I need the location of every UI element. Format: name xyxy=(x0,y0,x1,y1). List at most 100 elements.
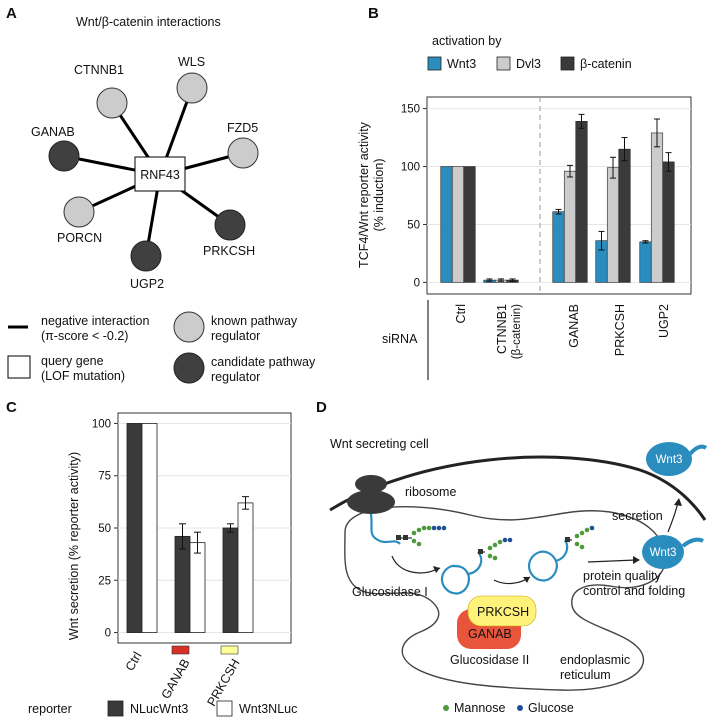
panel-b-xlabel-ctnnb1: CTNNB1 xyxy=(495,304,509,354)
panel-b-legend: Wnt3 Dvl3 β-catenin xyxy=(427,56,632,71)
bar-b xyxy=(639,241,652,283)
panel-c: C Wnt secretion (% reporter activity) 02… xyxy=(6,399,297,717)
label-fzd5: FZD5 xyxy=(227,121,258,135)
legend-query-l2: (LOF mutation) xyxy=(41,369,125,383)
label-ugp2: UGP2 xyxy=(130,277,164,291)
panel-b-sirna-label: siRNA xyxy=(382,332,418,346)
label-pqc-l2: control and folding xyxy=(583,584,685,598)
legend-negative-l1: negative interaction xyxy=(41,314,149,328)
bar-b xyxy=(575,121,588,283)
label-prkcsh: PRKCSH xyxy=(203,244,255,258)
panel-b-xlabel-ugp2: UGP2 xyxy=(657,304,671,338)
cell-membrane xyxy=(329,455,707,521)
ytick-label-c: 0 xyxy=(105,628,111,640)
node-porcn xyxy=(63,196,95,228)
bar-c xyxy=(237,502,254,633)
bar-b xyxy=(606,167,620,283)
legend-known-circle xyxy=(173,311,205,343)
panel-c-ganab-marker xyxy=(171,645,190,655)
panel-a-legend: negative interaction (π-score < -0.2) qu… xyxy=(7,311,316,384)
legend-candidate-l2: regulator xyxy=(211,370,260,384)
ytick-label-b: 150 xyxy=(401,104,420,116)
protein-intermediate-1 xyxy=(440,537,513,595)
panel-a-letter: A xyxy=(6,5,17,22)
panel-c-bars xyxy=(126,423,254,633)
legend-swatch-nlucwnt3 xyxy=(107,700,124,717)
label-wls: WLS xyxy=(178,55,205,69)
node-fzd5 xyxy=(227,137,259,169)
panel-a: A Wnt/β-catenin interactions RNF43 CTNNB… xyxy=(6,5,316,384)
label-ctnnb1: CTNNB1 xyxy=(74,63,124,77)
legend-label-bcatenin: β-catenin xyxy=(580,57,632,71)
legend-glucose-dot xyxy=(517,705,523,711)
bar-b xyxy=(563,170,577,283)
bar-c xyxy=(141,423,158,633)
bar-b xyxy=(463,166,476,283)
bar-b xyxy=(618,148,631,283)
panel-b-letter: B xyxy=(368,5,379,22)
bar-c xyxy=(126,423,143,633)
panel-d-cell-label: Wnt secreting cell xyxy=(330,437,429,451)
panel-c-xlabel-ctrl: Ctrl xyxy=(123,650,145,674)
bar-b xyxy=(451,166,465,283)
legend-query-box xyxy=(7,355,31,379)
ytick-label-b: 0 xyxy=(414,277,420,289)
panel-d: D Wnt secreting cell ribosome xyxy=(316,399,708,715)
arrow-1 xyxy=(391,555,441,574)
protein-intermediate-2 xyxy=(528,525,595,582)
label-ganab: GANAB xyxy=(31,125,75,139)
panel-b-xlabel-ctnnb1-sub: (β-catenin) xyxy=(511,304,523,359)
legend-swatch-wnt3 xyxy=(427,56,442,71)
ytick-label-c: 25 xyxy=(98,575,111,587)
legend-swatch-dvl3 xyxy=(496,56,511,71)
node-prkcsh xyxy=(214,209,246,241)
panel-b-bars xyxy=(440,113,675,283)
bar-b xyxy=(552,211,565,283)
panel-b-xlabel-prkcsh: PRKCSH xyxy=(613,304,627,356)
bar-b xyxy=(650,132,664,283)
panel-b-legend-title: activation by xyxy=(432,34,502,48)
arrow-3 xyxy=(587,559,637,563)
bar-c xyxy=(222,527,239,633)
wnt3-outer: Wnt3 xyxy=(646,442,708,476)
ribosome-icon xyxy=(347,475,395,514)
legend-query-l1: query gene xyxy=(41,354,104,368)
label-ganab: GANAB xyxy=(468,627,512,641)
node-wls xyxy=(176,72,208,104)
panel-c-xlabel-ganab: GANAB xyxy=(159,657,193,702)
bar-c xyxy=(189,542,206,633)
legend-mannose-dot xyxy=(443,705,449,711)
legend-swatch-wnt3nluc xyxy=(216,700,233,717)
legend-negative-l2: (π-score < -0.2) xyxy=(41,329,128,343)
legend-label-wnt3: Wnt3 xyxy=(447,57,476,71)
label-er-l2: reticulum xyxy=(560,668,611,682)
prkcsh-shape xyxy=(467,595,537,627)
legend-known-l1: known pathway xyxy=(211,314,298,328)
legend-mannose-label: Mannose xyxy=(454,701,505,715)
ytick-label-c: 50 xyxy=(98,523,111,535)
node-ganab xyxy=(48,140,80,172)
panel-c-ylabel: Wnt secretion (% reporter activity) xyxy=(67,452,81,640)
label-glucosidase-2: Glucosidase II xyxy=(450,653,529,667)
bar-b xyxy=(440,166,453,283)
panel-d-letter: D xyxy=(316,399,327,416)
endoplasmic-reticulum xyxy=(344,505,666,691)
label-porcn: PORCN xyxy=(57,231,102,245)
panel-a-title: Wnt/β-catenin interactions xyxy=(76,15,221,29)
legend-glucose-label: Glucose xyxy=(528,701,574,715)
legend-candidate-circle xyxy=(173,352,205,384)
panel-b-xlabel-ganab: GANAB xyxy=(567,304,581,348)
ytick-label-b: 100 xyxy=(401,162,420,174)
bar-c xyxy=(174,535,191,633)
bar-b xyxy=(662,161,675,283)
node-ctnnb1 xyxy=(96,87,128,119)
panel-b-ylabel-l1: TCF4/Wnt reporter activity xyxy=(357,121,371,268)
node-ugp2 xyxy=(130,240,162,272)
label-prkcsh: PRKCSH xyxy=(477,605,529,619)
panel-b: B activation by Wnt3 Dvl3 β-catenin TCF4… xyxy=(357,5,692,380)
ytick-label-c: 100 xyxy=(92,418,111,430)
legend-label-nlucwnt3: NLucWnt3 xyxy=(130,702,188,716)
ytick-label-b: 50 xyxy=(407,219,420,231)
nascent-protein-chain xyxy=(369,513,401,545)
